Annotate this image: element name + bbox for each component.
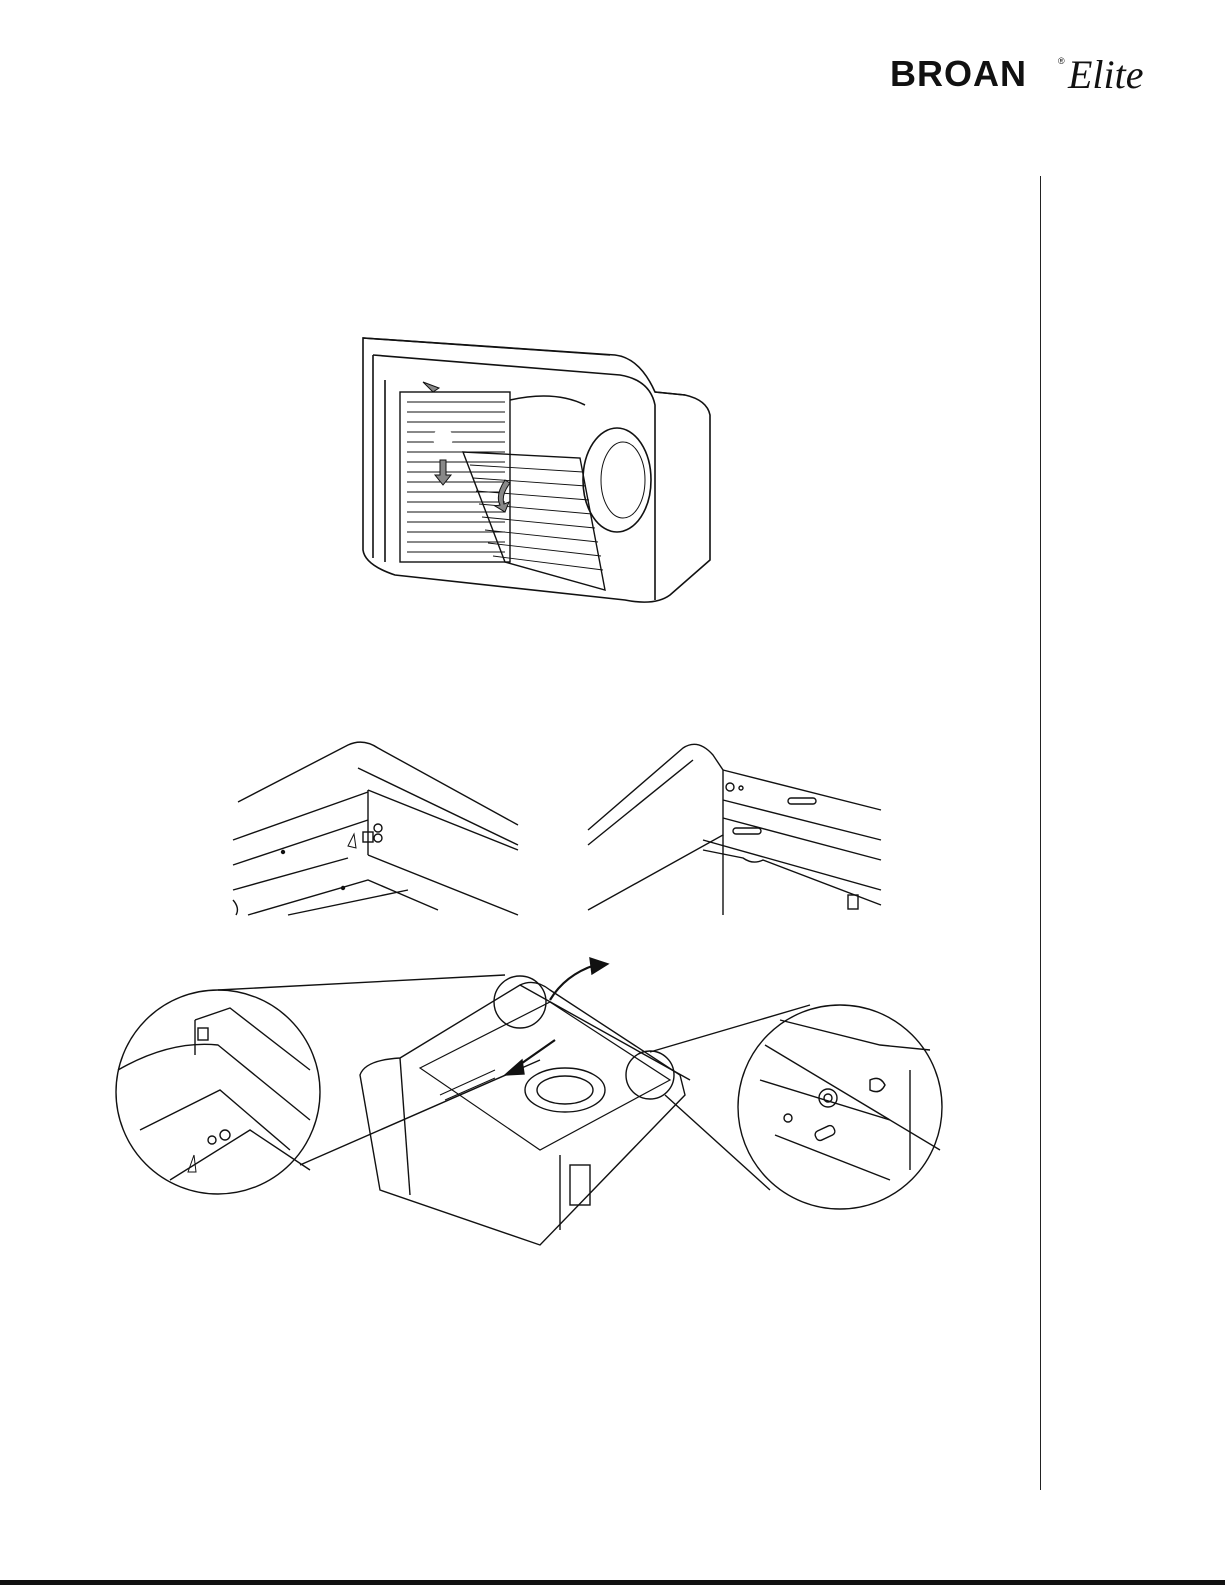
hood-corner-left-figure	[228, 740, 523, 920]
hood-install-overview-figure	[110, 950, 950, 1250]
hood-corner-keyhole-illustration	[583, 740, 883, 920]
registered-mark: ®	[1058, 56, 1065, 66]
grille-removal-figure	[355, 330, 715, 610]
range-hood-filter-removal-illustration	[355, 330, 715, 610]
broan-elite-logo: BROAN ® Elite	[890, 48, 1180, 102]
hood-bottom-view-with-magnified-details	[110, 950, 950, 1250]
footer-rule	[0, 1580, 1225, 1585]
sidebar-divider	[1040, 176, 1041, 1490]
brand-logo-text: BROAN	[890, 53, 1027, 94]
hood-corner-screw-illustration	[228, 740, 523, 920]
hood-corner-right-figure	[583, 740, 883, 920]
brand-script-text: Elite	[1067, 52, 1144, 97]
brand-logo: BROAN ® Elite	[890, 48, 1180, 102]
